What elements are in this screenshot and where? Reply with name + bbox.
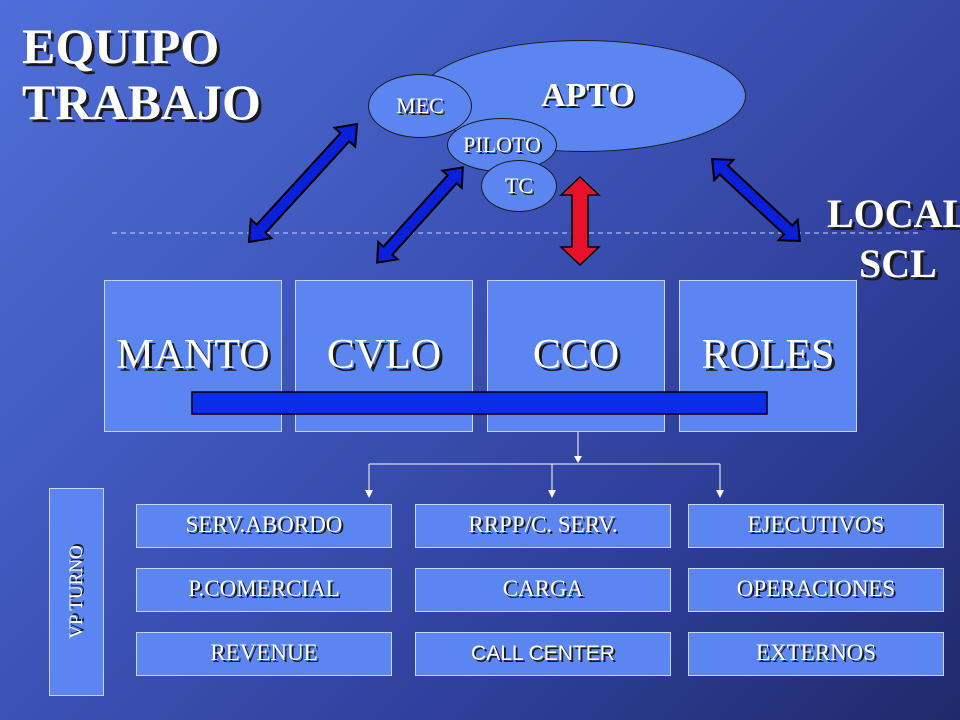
tree-down-arrowhead-icon bbox=[574, 456, 582, 463]
tc-ellipse: TC bbox=[481, 160, 557, 212]
scl-label: SCL bbox=[859, 241, 937, 286]
area-label: CARGA bbox=[502, 576, 584, 601]
area-label: OPERACIONES bbox=[736, 576, 896, 601]
mec-label: MEC bbox=[396, 93, 444, 118]
tc-label: TC bbox=[504, 173, 534, 198]
tree-connector bbox=[365, 432, 724, 498]
area-box-revenue: REVENUE bbox=[136, 632, 392, 676]
area-label: EXTERNOS bbox=[755, 640, 877, 665]
area-label: EJECUTIVOS bbox=[747, 512, 885, 537]
double-arrow-manto-mec bbox=[247, 122, 359, 244]
title-line-2: TRABAJO bbox=[22, 74, 261, 130]
area-box-ejecutivos: EJECUTIVOS bbox=[688, 504, 944, 548]
vp-turno-box: VP TURNO bbox=[49, 488, 104, 696]
dept-label: MANTO bbox=[116, 332, 270, 378]
area-box-carga: CARGA bbox=[415, 568, 671, 612]
apto-label: APTO bbox=[541, 77, 635, 114]
title-line-1: EQUIPO bbox=[22, 18, 220, 74]
area-box-p-comercial: P.COMERCIAL bbox=[136, 568, 392, 612]
area-label: SERV.ABORDO bbox=[185, 512, 343, 537]
dept-box-roles: ROLES bbox=[679, 280, 857, 432]
area-box-call-center: CALL CENTER bbox=[415, 632, 671, 676]
area-box-serv-abordo: SERV.ABORDO bbox=[136, 504, 392, 548]
dept-box-cvlo: CVLO bbox=[295, 280, 473, 432]
mec-ellipse: MEC bbox=[368, 74, 472, 138]
dept-label: ROLES bbox=[701, 332, 835, 378]
piloto-label: PILOTO bbox=[463, 132, 541, 157]
area-box-externos: EXTERNOS bbox=[688, 632, 944, 676]
double-arrow-cvlo-piloto bbox=[376, 166, 464, 264]
area-box-operaciones: OPERACIONES bbox=[688, 568, 944, 612]
area-label: P.COMERCIAL bbox=[188, 576, 340, 601]
dept-label: CVLO bbox=[326, 332, 442, 378]
area-label: CALL CENTER bbox=[471, 642, 615, 665]
dept-label: CCO bbox=[532, 332, 620, 378]
vp-turno-label: VP TURNO bbox=[65, 545, 87, 639]
double-arrow-cco-tc bbox=[559, 175, 601, 267]
area-label: REVENUE bbox=[210, 640, 318, 665]
local-label: LOCAL bbox=[827, 191, 960, 236]
double-arrow-roles-apto bbox=[711, 158, 801, 242]
dept-box-manto: MANTO bbox=[104, 280, 282, 432]
area-box-rrpp: RRPP/C. SERV. bbox=[415, 504, 671, 548]
dept-box-cco: CCO bbox=[487, 280, 665, 432]
area-label: RRPP/C. SERV. bbox=[468, 512, 618, 537]
